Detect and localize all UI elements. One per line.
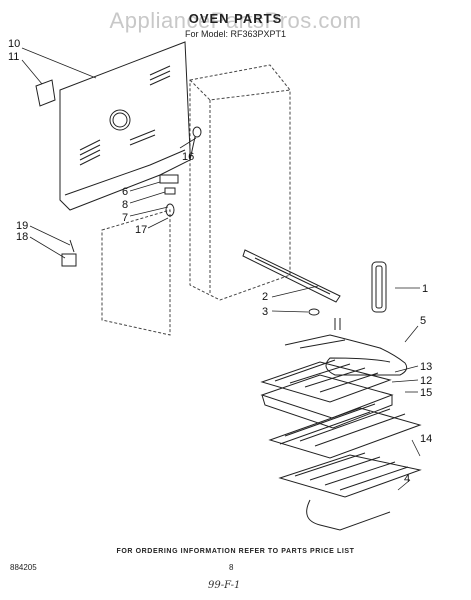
broil-pan xyxy=(260,374,394,429)
handwritten-note: 99-F-1 xyxy=(208,580,241,591)
back-panel-cover xyxy=(35,79,56,107)
oven-rack-upper xyxy=(268,403,422,459)
document-number: 884205 xyxy=(10,563,37,572)
element-clip xyxy=(308,308,320,316)
callout-labels: 10 11 16 6 8 7 17 19 18 1 2 3 5 13 12 15… xyxy=(8,38,432,485)
watermark: AppliancePartsPros.com xyxy=(109,8,362,33)
terminal-block xyxy=(61,239,77,267)
broil-pan-grid xyxy=(260,359,392,403)
callout-17: 17 xyxy=(135,224,147,236)
oven-cavity-outline xyxy=(101,64,291,336)
callout-11: 11 xyxy=(8,51,19,63)
callout-19: 19 xyxy=(16,220,28,232)
ordering-info-footer: FOR ORDERING INFORMATION REFER TO PARTS … xyxy=(116,548,355,555)
callout-14: 14 xyxy=(420,433,432,445)
callout-18: 18 xyxy=(16,231,28,243)
callout-8: 8 xyxy=(122,199,128,211)
callout-15: 15 xyxy=(420,387,432,399)
callout-7: 7 xyxy=(122,212,128,224)
callout-1: 1 xyxy=(422,283,428,295)
callout-13: 13 xyxy=(420,361,432,373)
callout-6: 6 xyxy=(122,186,128,198)
leader-lines xyxy=(21,47,421,491)
callout-5: 5 xyxy=(420,315,426,327)
callout-3: 3 xyxy=(262,306,268,318)
oven-rack-lower xyxy=(278,452,422,531)
callout-10: 10 xyxy=(8,38,20,50)
page-number: 8 xyxy=(229,563,234,572)
broil-element xyxy=(371,261,387,313)
callout-2: 2 xyxy=(262,291,268,303)
diagram-title: OVEN PARTS xyxy=(188,11,283,26)
sensor-bracket xyxy=(159,126,202,217)
element-rail xyxy=(242,249,341,303)
oven-back-panel xyxy=(59,41,191,211)
bake-element xyxy=(284,318,408,376)
callout-16: 16 xyxy=(182,151,194,163)
model-subtitle: For Model: RF363PXPT1 xyxy=(184,29,287,39)
callout-12: 12 xyxy=(420,375,432,387)
callout-4: 4 xyxy=(404,473,410,485)
